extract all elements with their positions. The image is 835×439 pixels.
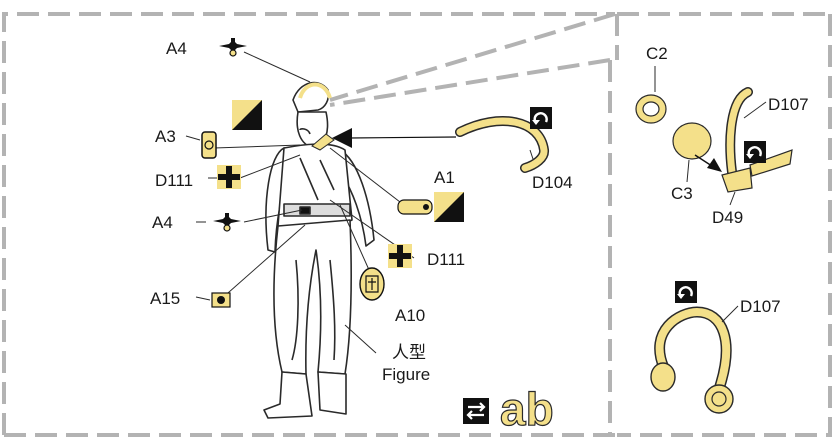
- iron-cross-icon: [388, 244, 412, 268]
- callout-d111-left: D111: [155, 171, 193, 190]
- callout-d111-right: D111: [427, 250, 465, 269]
- callout-d49: D49: [712, 208, 743, 227]
- disc-part-c3: [672, 122, 722, 172]
- callout-a10: A10: [395, 306, 425, 325]
- paint-swatch-icon: [232, 100, 262, 130]
- swap-arrows-icon: [463, 398, 489, 424]
- figure-label-english: Figure: [382, 365, 430, 384]
- headband-part-d107-top: [721, 87, 793, 193]
- rotate-icon: [742, 139, 768, 165]
- badge-part-a10: [359, 267, 385, 301]
- a1-part: [397, 199, 433, 215]
- iron-cross-icon: [217, 165, 241, 189]
- collar-badge-on-figure: [311, 133, 335, 151]
- callout-a4-top: A4: [166, 39, 187, 58]
- callout-c3: C3: [671, 184, 693, 203]
- callout-a3: A3: [155, 127, 176, 146]
- eagle-insignia-icon: [218, 37, 248, 57]
- headband-part-d104: [455, 116, 549, 173]
- soldier-figure: [263, 81, 375, 419]
- callout-a15: A15: [150, 289, 180, 308]
- decal-option-ab: ab: [500, 383, 554, 435]
- ring-part-c2: [635, 94, 667, 124]
- headphones-part-d107: [650, 306, 734, 414]
- rotate-icon: [528, 105, 554, 131]
- callout-d107-bottom: D107: [740, 297, 781, 316]
- callout-a4-left: A4: [152, 213, 173, 232]
- callout-c2: C2: [646, 44, 668, 63]
- dashed-frame: [2, 12, 832, 437]
- paint-swatch-icon: [434, 192, 464, 222]
- callout-d104: D104: [532, 173, 573, 192]
- eagle-insignia-icon: [212, 212, 242, 232]
- figure-label-chinese: 人型: [392, 343, 426, 362]
- headset-on-figure: [298, 82, 332, 99]
- callout-d107-top: D107: [768, 95, 809, 114]
- rotate-icon: [673, 279, 699, 305]
- callout-a1: A1: [434, 168, 455, 187]
- collar-tab-part: [201, 131, 217, 159]
- pointer-arrow-icon: [332, 128, 457, 148]
- belt-buckle-part: [211, 292, 231, 308]
